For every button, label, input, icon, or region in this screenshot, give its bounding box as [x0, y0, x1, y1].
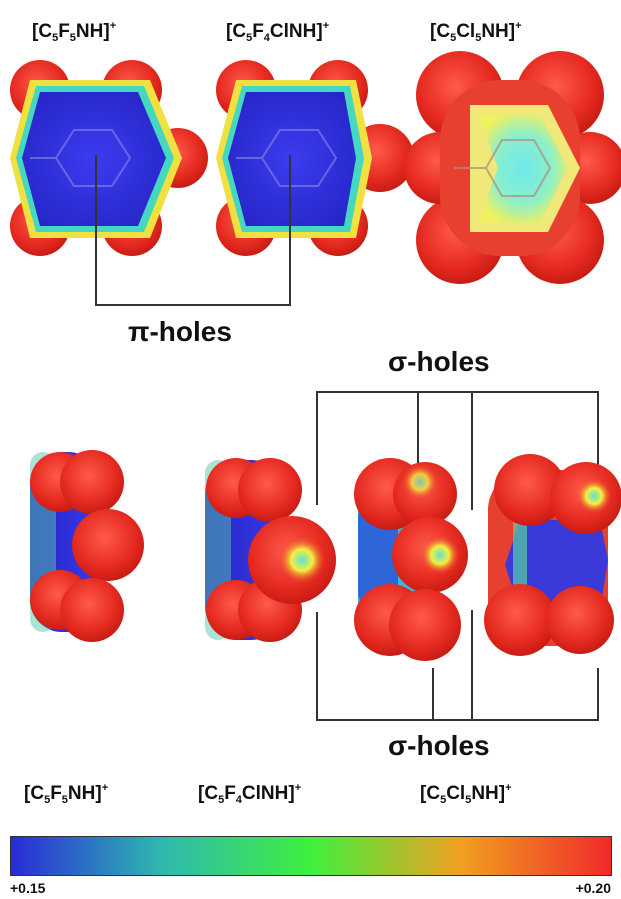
color-scale-bar: [10, 836, 612, 876]
bottom-label-1: [C5F5NH]+: [24, 782, 108, 806]
top-label-3: [C5Cl5NH]+: [430, 20, 522, 44]
sigma-holes-bottom-label: σ-holes: [388, 730, 490, 762]
top-molecule-2: [216, 60, 414, 256]
bottom-label-2: [C5F4ClNH]+: [198, 782, 301, 806]
side-molecule-4: [484, 454, 621, 656]
top-label-1: [C5F5NH]+: [32, 20, 116, 44]
side-molecule-3: [354, 458, 468, 661]
top-molecule-1: [10, 60, 208, 256]
top-label-2: [C5F4ClNH]+: [226, 20, 329, 44]
color-scale-max-label: +0.20: [576, 880, 611, 896]
pi-holes-label: π-holes: [128, 316, 232, 348]
top-molecule-3: [404, 51, 621, 284]
color-scale-min-label: +0.15: [10, 880, 45, 896]
bottom-label-3: [C5Cl5NH]+: [420, 782, 512, 806]
sigma-holes-top-label: σ-holes: [388, 346, 490, 378]
side-molecule-1: [30, 450, 144, 642]
